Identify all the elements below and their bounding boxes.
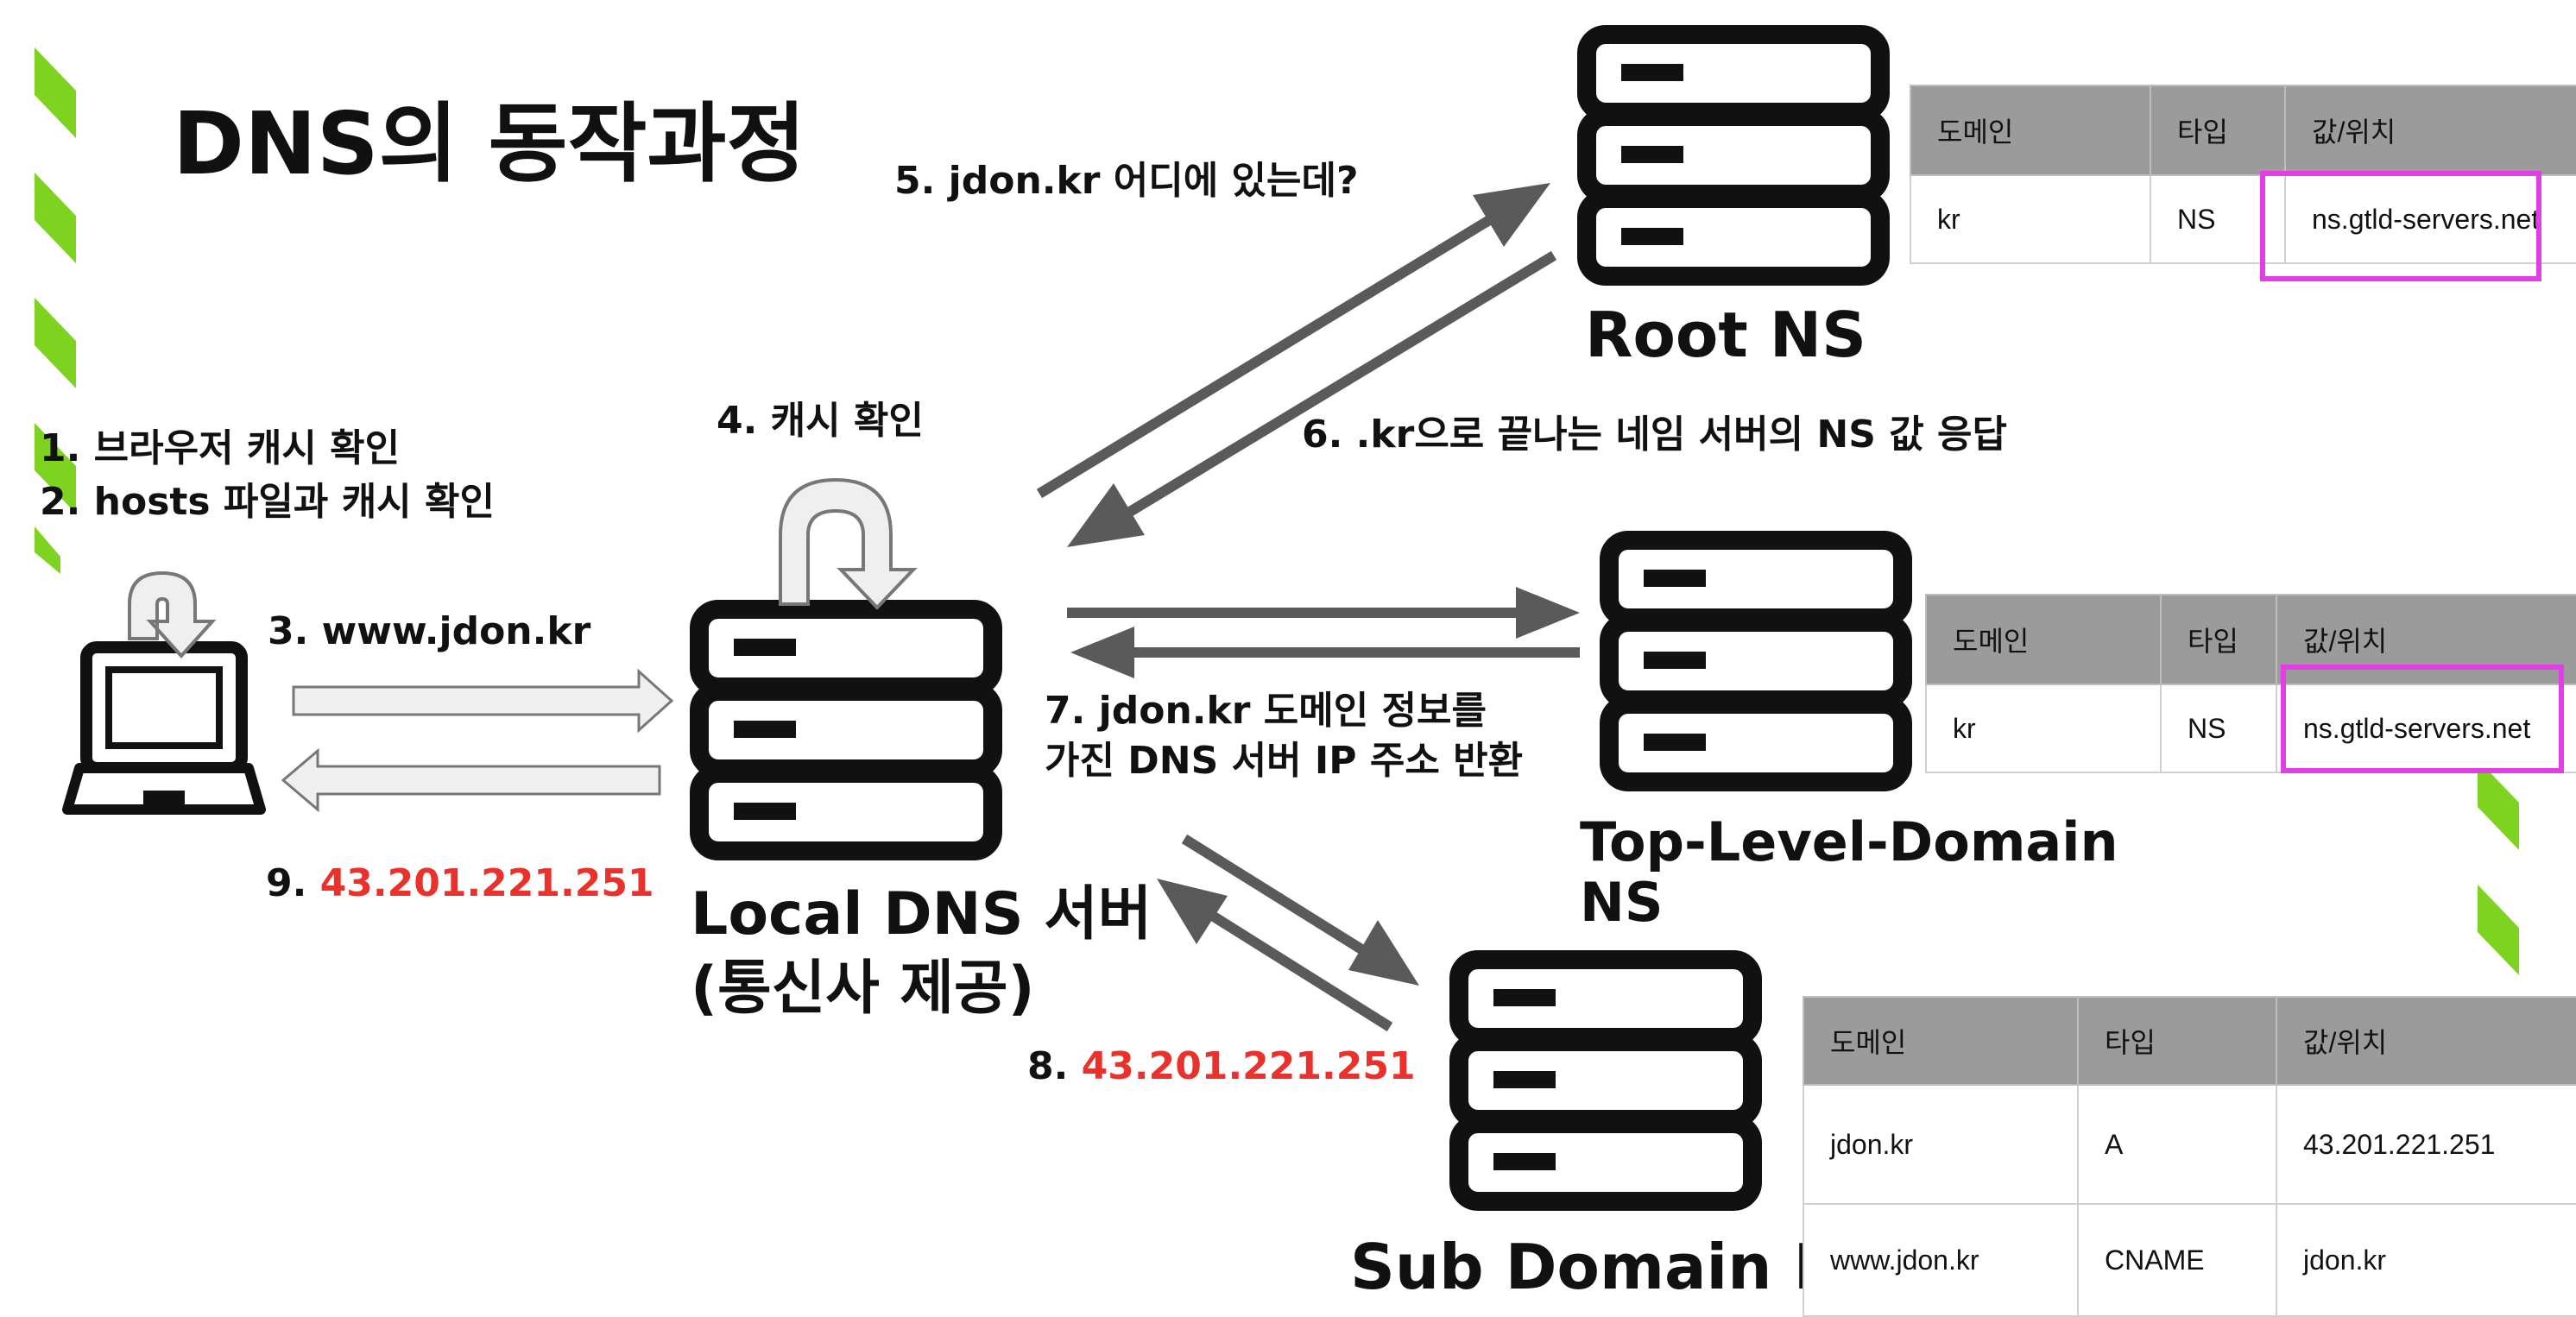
table-row: www.jdon.kr CNAME jdon.kr — [1803, 1203, 2576, 1317]
step-5-label: 5. jdon.kr 어디에 있는데? — [894, 159, 1359, 203]
local-dns-label-line1: Local DNS 서버 — [691, 880, 1152, 948]
root-value-highlight — [2260, 171, 2541, 281]
u-turn-arrow-icon — [128, 570, 217, 658]
header-type: 타입 — [2160, 594, 2277, 685]
sub-domain-record-table: 도메인 타입 값/위치 jdon.kr A 43.201.221.251 www… — [1803, 996, 2576, 1317]
cell-value: ns.gtld-servers.net — [2276, 684, 2576, 773]
step-9-prefix: 9. — [266, 861, 307, 905]
local-dns-server-icon — [699, 609, 993, 851]
arrow-tld-to-local — [1070, 627, 1580, 678]
cell-domain: www.jdon.kr — [1803, 1203, 2079, 1317]
cell-domain: kr — [1910, 174, 2151, 264]
step-8-label: 8. 43.201.221.251 — [1027, 1041, 1416, 1093]
arrow-sub-to-local — [1157, 879, 1393, 1032]
tld-ns-label-line2: NS — [1580, 871, 1664, 934]
arrow-local-to-sub — [1181, 834, 1419, 986]
arrow-root-to-local — [1067, 250, 1557, 547]
page-title: DNS의 동작과정 — [173, 93, 806, 194]
header-domain: 도메인 — [1803, 996, 2079, 1086]
cache-check-u-turn-arrow-icon — [779, 477, 918, 610]
arrow-local-to-tld — [1067, 587, 1580, 639]
arrow-local-to-root — [1036, 183, 1550, 499]
cell-domain: kr — [1925, 684, 2162, 773]
sub-domain-ns-label: Sub Domain NS — [1350, 1231, 1891, 1303]
tld-ns-server-icon — [1609, 540, 1903, 782]
step-8-prefix: 8. — [1027, 1044, 1069, 1088]
root-ns-label: Root NS — [1585, 299, 1866, 371]
header-value: 값/위치 — [2284, 85, 2576, 176]
step-6-label: 6. .kr으로 끝나는 네임 서버의 NS 값 응답 — [1302, 413, 2007, 457]
response-arrow — [281, 747, 661, 813]
header-type: 타입 — [2077, 996, 2277, 1086]
laptop-icon — [62, 641, 266, 815]
root-ns-server-icon — [1587, 35, 1880, 276]
step-7-label-line2: 가진 DNS 서버 IP 주소 반환 — [1045, 739, 1524, 783]
local-dns-label-line2: (통신사 제공) — [691, 955, 1035, 1023]
step-9-ip: 43.201.221.251 — [319, 861, 654, 905]
header-domain: 도메인 — [1925, 594, 2162, 685]
request-arrow — [292, 668, 674, 734]
cell-value: ns.gtld-servers.net — [2284, 174, 2576, 264]
cell-type: NS — [2160, 684, 2277, 773]
cell-value: jdon.kr — [2276, 1203, 2576, 1317]
header-type: 타입 — [2150, 85, 2286, 176]
table-header-row: 도메인 타입 값/위치 — [1803, 996, 2576, 1086]
cell-value: 43.201.221.251 — [2276, 1084, 2576, 1205]
step-1-label: 1. 브라우저 캐시 확인 — [40, 426, 401, 470]
step-7-label-line1: 7. jdon.kr 도메인 정보를 — [1045, 689, 1487, 733]
header-domain: 도메인 — [1910, 85, 2151, 176]
cell-domain: jdon.kr — [1803, 1084, 2079, 1205]
tld-ns-label-line1: Top-Level-Domain — [1580, 810, 2118, 873]
cell-type: A — [2077, 1084, 2277, 1205]
table-header-row: 도메인 타입 값/위치 — [1910, 85, 2576, 176]
step-4-label: 4. 캐시 확인 — [717, 399, 924, 443]
step-8-ip: 43.201.221.251 — [1081, 1044, 1416, 1088]
table-row: jdon.kr A 43.201.221.251 — [1803, 1084, 2576, 1205]
step-2-label: 2. hosts 파일과 캐시 확인 — [40, 480, 495, 524]
table-row: kr NS ns.gtld-servers.net — [1925, 684, 2576, 773]
step-3-label: 3. www.jdon.kr — [268, 609, 591, 653]
cell-type: CNAME — [2077, 1203, 2277, 1317]
step-9-label: 9. 43.201.221.251 — [266, 858, 654, 910]
tld-value-highlight — [2281, 665, 2564, 773]
header-value: 값/위치 — [2276, 996, 2576, 1086]
sub-domain-ns-server-icon — [1459, 960, 1752, 1201]
